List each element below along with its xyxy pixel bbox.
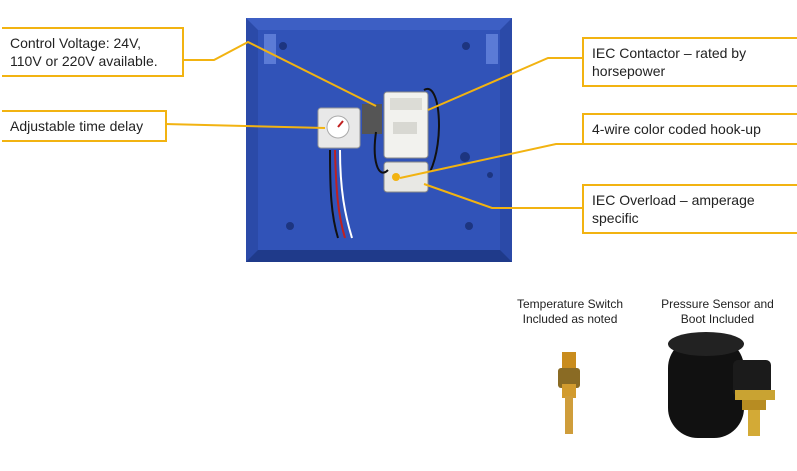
temperature-switch-caption: Temperature Switch Included as noted xyxy=(500,297,640,327)
overload-callout: IEC Overload – amperage specific xyxy=(582,184,797,234)
four-wire-callout: 4-wire color coded hook-up xyxy=(582,113,797,145)
pressure-sensor-caption: Pressure Sensor and Boot Included xyxy=(650,297,785,327)
pressure-sensor-label: Pressure Sensor and Boot Included xyxy=(661,297,774,326)
temperature-switch-label: Temperature Switch Included as noted xyxy=(516,297,624,326)
overload-text: IEC Overload – amperage specific xyxy=(592,192,755,226)
wiring xyxy=(329,87,440,239)
temperature-switch-image xyxy=(558,352,580,434)
four-wire-text: 4-wire color coded hook-up xyxy=(592,121,761,137)
contactor-callout: IEC Contactor – rated by horsepower xyxy=(582,37,797,87)
time-delay-text: Adjustable time delay xyxy=(10,118,144,134)
contactor-text: IEC Contactor – rated by horsepower xyxy=(592,45,747,79)
enclosure-box xyxy=(246,18,512,262)
pressure-sensor-image xyxy=(668,332,775,438)
control-voltage-text: Control Voltage: 24V, 110V or 220V avail… xyxy=(10,35,158,69)
leader-lines xyxy=(164,40,584,209)
control-voltage-callout: Control Voltage: 24V, 110V or 220V avail… xyxy=(2,27,184,77)
iec-contactor xyxy=(362,91,429,159)
time-delay-callout: Adjustable time delay xyxy=(2,110,167,142)
